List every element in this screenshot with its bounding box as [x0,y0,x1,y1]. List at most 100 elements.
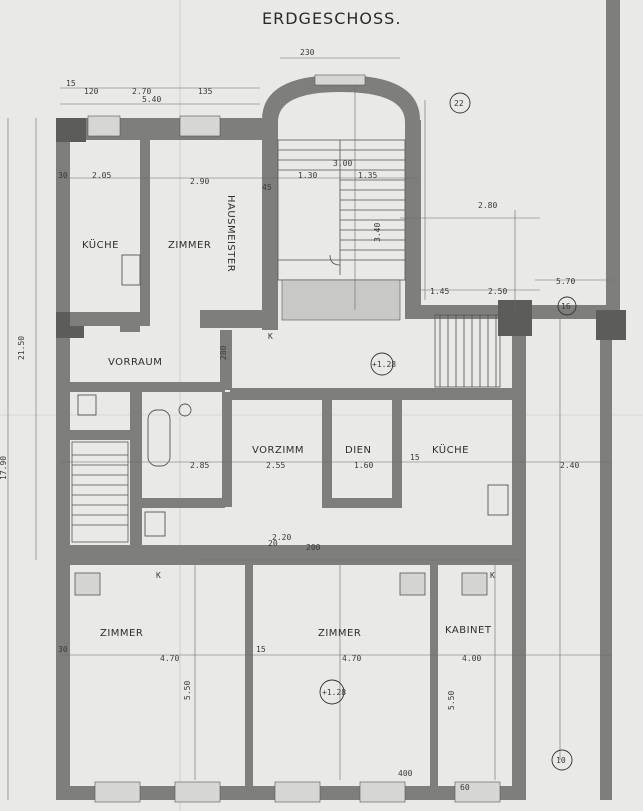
dimension-label: 2.90 [190,177,209,186]
wall-kitchen-zimmer [140,135,150,320]
dimension-label: 2.20 [272,533,291,542]
wall-corridor [230,388,525,400]
room-label-kueche: KÜCHE [82,238,119,251]
marker-label: 16 [561,302,571,311]
room-label-kabinet: KABINET [445,625,492,636]
dimension-label: 21.50 [17,336,26,360]
dimension-label: 3.00 [333,159,352,168]
dimension-label: 2.40 [560,461,579,470]
dimension-label: 4.00 [462,654,481,663]
service-staircase [71,441,129,543]
room-label-dien: DIEN [345,445,371,456]
entrance-steps [434,314,501,388]
dimension-label: 4.70 [342,654,361,663]
toilet [144,511,166,537]
dimension-label: 1.30 [298,171,317,180]
washbasin [178,403,192,417]
stair-wall-right [405,120,421,305]
marker-label: +1.28 [372,360,396,369]
marker-label: 22 [454,99,464,108]
pier-block [596,310,626,340]
room-label-zimmer: ZIMMER [168,240,211,251]
dimension-label: 5.40 [142,95,161,104]
dimension-label: 5.70 [556,277,575,286]
dimension-label: 30 [58,645,68,654]
corner-block [56,118,86,142]
wall-bath-right [222,392,232,507]
dimension-label: 1.35 [358,171,377,180]
wall-pier [120,312,140,332]
dimension-label: 2.70 [132,87,151,96]
dimension-label: 60 [460,783,470,792]
window-recess [179,115,221,137]
dimension-label: 4.70 [160,654,179,663]
dimension-label: 2.80 [478,201,497,210]
marker-circle [551,749,573,771]
wall-stair2-top [70,430,130,440]
neighbour-wall [606,0,620,310]
main-staircase [277,139,406,321]
dimension-lines [7,57,612,800]
window-recess [87,115,121,137]
window-recess [174,781,221,803]
room-label-vorraum: VORRAUM [108,357,162,368]
wall-bath-left [130,392,142,552]
dimension-label: 30 [58,171,68,180]
dimension-label: 2.85 [190,461,209,470]
marker-label: +1.28 [322,688,346,697]
chimney-mark: K [268,332,273,341]
marker-circle [319,679,345,705]
marker-label: 10 [556,756,566,765]
dimension-label: 1.60 [354,461,373,470]
outer-wall-right [600,310,612,800]
stair-arch-wall [262,75,420,130]
wall-hausmeister-bottom [200,310,270,328]
outer-wall-left [56,118,70,800]
bathtub [147,409,171,467]
tile-stove [461,572,488,596]
wall-dien-left [322,395,332,505]
wall-kabinet-divider [430,565,438,786]
wall-vorraum-bottom [70,382,225,392]
window-recess [314,74,366,86]
wall-dien-bottom [322,498,402,508]
marker-circle [370,352,394,376]
room-label-zimmer-mid: ZIMMER [318,628,361,639]
dimension-label: 3.40 [373,223,382,242]
dimension-label: 2.50 [488,287,507,296]
wall-main-spine [70,545,520,565]
room-label-vorzimm: VORZIMM [252,445,304,456]
chimney-mark: K [156,571,161,580]
window-recess [359,781,406,803]
dimension-label: 400 [398,769,413,778]
dimension-label: 2.05 [92,171,111,180]
dimension-label: 5.50 [183,681,192,700]
stove [487,484,509,516]
sink [77,394,97,416]
room-label-kueche-right: KÜCHE [432,443,469,456]
wall-vorraum-right [220,330,232,390]
dimension-label: 2.55 [266,461,285,470]
dimension-label: 1.45 [430,287,449,296]
stair-wall-left [262,120,278,330]
window-recess [274,781,321,803]
wall-dien-right [392,395,402,505]
outer-wall-top [56,118,266,140]
dimension-label: 230 [300,48,315,57]
dimension-label: 280 [219,345,228,360]
room-label-hausmeister: HAUSMEISTER [225,195,236,272]
dimension-label: 135 [198,87,213,96]
wall-bath-bottom [135,498,225,508]
chimney-mark: K [490,571,495,580]
tile-stove [74,572,101,596]
marker-circle [449,92,471,114]
dimension-label: 200 [306,543,321,552]
dimension-label: 5.50 [447,691,456,710]
dimension-label: 20 [268,539,278,548]
plan-title: ERDGESCHOSS. [262,9,401,28]
window-recess [94,781,141,803]
room-label-zimmer-left: ZIMMER [100,628,143,639]
dimension-label: 17.90 [0,456,8,480]
